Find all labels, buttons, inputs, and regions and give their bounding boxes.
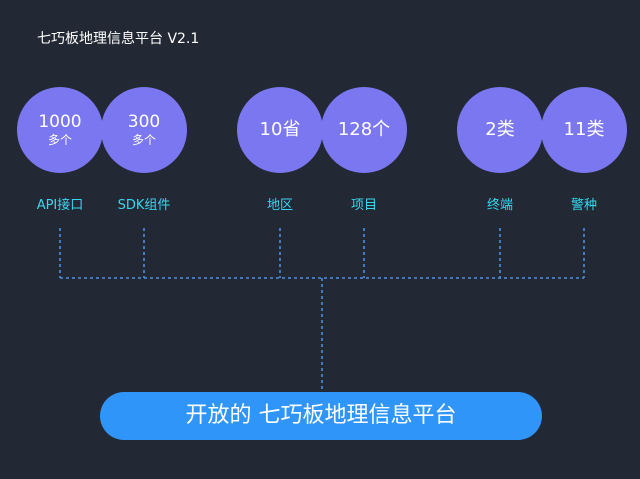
stat-circle-sdk: 300 多个 bbox=[101, 87, 187, 173]
stat-unit: 多个 bbox=[131, 133, 156, 147]
stat-value: 2类 bbox=[485, 119, 515, 140]
stat-unit: 多个 bbox=[47, 133, 72, 147]
stat-label-police-type: 警种 bbox=[570, 198, 597, 213]
stat-value: 1000 bbox=[38, 112, 82, 132]
stat-label-api: API接口 bbox=[36, 198, 84, 213]
stat-circle-region: 10省 bbox=[237, 87, 323, 173]
stat-label-region: 地区 bbox=[266, 198, 293, 213]
stat-value: 11类 bbox=[563, 119, 605, 140]
stat-circle-api: 1000 多个 bbox=[17, 87, 103, 173]
platform-bar: 开放的 七巧板地理信息平台 bbox=[100, 392, 542, 440]
stat-circle-project: 128个 bbox=[321, 87, 407, 173]
stat-value: 10省 bbox=[259, 119, 301, 140]
stat-label-terminal: 终端 bbox=[486, 198, 513, 213]
stat-circle-terminal: 2类 bbox=[457, 87, 543, 173]
stat-circle-police-type: 11类 bbox=[541, 87, 627, 173]
stat-value: 300 bbox=[127, 112, 161, 132]
page-title: 七巧板地理信息平台 V2.1 bbox=[37, 31, 200, 47]
stat-label-sdk: SDK组件 bbox=[117, 198, 171, 213]
stat-value: 128个 bbox=[337, 119, 391, 140]
stat-label-project: 项目 bbox=[350, 198, 377, 213]
